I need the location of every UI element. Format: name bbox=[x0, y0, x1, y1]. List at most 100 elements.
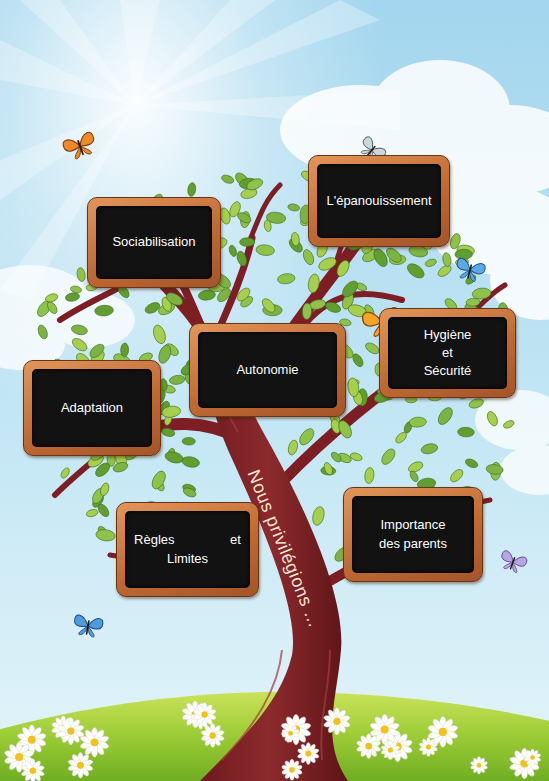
chalkboard-surface: Hygiène et Sécurité bbox=[388, 317, 507, 389]
box-label: L'épanouissement bbox=[326, 192, 431, 210]
leaf bbox=[301, 248, 315, 266]
leaf bbox=[260, 296, 278, 314]
daisy-heart bbox=[333, 718, 340, 725]
daisy-heart bbox=[426, 744, 431, 749]
leaf bbox=[455, 249, 473, 259]
leaf bbox=[96, 502, 111, 518]
leaf bbox=[349, 452, 363, 463]
leaf bbox=[157, 343, 174, 365]
leaf bbox=[144, 300, 162, 315]
leaf bbox=[169, 374, 186, 385]
daisy-heart bbox=[15, 753, 23, 761]
leaf bbox=[45, 300, 59, 315]
box-label: Règles et Limites bbox=[133, 531, 242, 567]
wing bbox=[74, 614, 90, 627]
leaf bbox=[161, 405, 182, 418]
leaf bbox=[436, 263, 453, 278]
box-label: Importance des parents bbox=[374, 516, 452, 552]
leaf bbox=[70, 285, 82, 293]
leaf bbox=[149, 469, 168, 491]
chalkboard-box: Adaptation bbox=[23, 360, 161, 456]
daisy-heart bbox=[530, 755, 535, 760]
leaf bbox=[181, 455, 200, 468]
daisy-heart bbox=[388, 747, 393, 752]
daisy-heart bbox=[439, 728, 447, 736]
daisy bbox=[524, 749, 541, 766]
leaf bbox=[424, 258, 437, 268]
leaf bbox=[464, 457, 479, 469]
daisy bbox=[356, 734, 381, 759]
daisy-heart bbox=[305, 751, 311, 757]
daisies bbox=[4, 701, 541, 781]
daisy-heart bbox=[209, 732, 215, 738]
leaf bbox=[322, 461, 334, 476]
leaf bbox=[291, 232, 300, 247]
daisy bbox=[427, 717, 458, 748]
daisy-heart bbox=[91, 738, 99, 746]
leaf bbox=[297, 426, 317, 447]
leaf bbox=[93, 460, 112, 479]
box-label: Sociabilisation bbox=[112, 233, 195, 251]
leaf bbox=[394, 431, 409, 445]
chalkboard-box: Autonomie bbox=[189, 323, 346, 417]
wing bbox=[88, 617, 104, 630]
butterfly-body bbox=[78, 141, 83, 154]
leaf bbox=[448, 467, 465, 484]
daisy bbox=[470, 757, 488, 775]
leaf bbox=[364, 467, 375, 484]
leaf bbox=[472, 287, 492, 299]
leaf bbox=[70, 336, 89, 353]
chalkboard-surface: Sociabilisation bbox=[96, 206, 212, 279]
daisy bbox=[57, 717, 85, 744]
daisy bbox=[381, 740, 401, 759]
leaf bbox=[255, 244, 274, 256]
daisy bbox=[281, 724, 299, 742]
leaf bbox=[235, 286, 252, 304]
leaf bbox=[457, 427, 474, 437]
leaf bbox=[86, 508, 99, 518]
leaf bbox=[407, 460, 425, 474]
leaf bbox=[94, 305, 113, 317]
leaf bbox=[409, 417, 427, 428]
leaf bbox=[287, 203, 300, 212]
box-label: Adaptation bbox=[61, 399, 123, 417]
leaf bbox=[405, 261, 427, 281]
daisy bbox=[297, 742, 320, 764]
butterfly bbox=[454, 257, 487, 283]
leaf bbox=[182, 486, 197, 498]
leaf bbox=[347, 377, 360, 397]
chalkboard-surface: Adaptation bbox=[32, 369, 152, 447]
daisy-heart bbox=[30, 768, 36, 774]
daisy-heart bbox=[365, 743, 372, 750]
leaf bbox=[164, 450, 184, 465]
butterfly bbox=[62, 131, 99, 162]
leaf bbox=[76, 267, 86, 282]
daisy-heart bbox=[77, 762, 84, 769]
leaf bbox=[340, 278, 361, 299]
daisy bbox=[4, 742, 35, 772]
leaf bbox=[164, 290, 184, 308]
leaf bbox=[287, 439, 299, 456]
leaf bbox=[277, 273, 296, 285]
chalkboard-surface: Importance des parents bbox=[352, 496, 474, 573]
leaf bbox=[182, 437, 195, 445]
leaf bbox=[36, 324, 49, 340]
box-label: Autonomie bbox=[236, 361, 298, 379]
leaf bbox=[151, 324, 167, 346]
daisy-heart bbox=[381, 725, 389, 733]
butterfly-body bbox=[87, 621, 89, 634]
leaf bbox=[379, 447, 397, 467]
daisy-heart bbox=[288, 731, 293, 736]
daisy bbox=[281, 714, 312, 744]
chalkboard-surface: Autonomie bbox=[198, 332, 337, 408]
leaf bbox=[59, 467, 71, 480]
chalkboard-box: Hygiène et Sécurité bbox=[379, 308, 516, 398]
leaf bbox=[384, 245, 404, 265]
leaf bbox=[187, 182, 196, 196]
leaf bbox=[245, 177, 264, 193]
leaf bbox=[307, 273, 320, 293]
daisy-heart bbox=[28, 736, 36, 744]
leaf bbox=[120, 343, 128, 357]
